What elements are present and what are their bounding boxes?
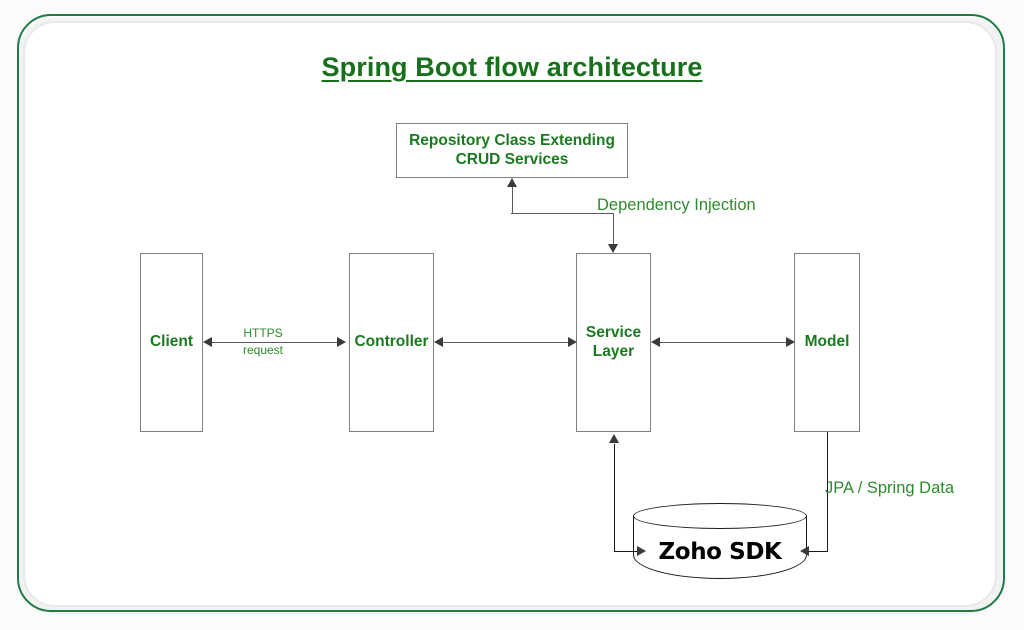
node-service-line1: Service: [585, 323, 642, 341]
edge-service-database-arrowhead-up: [609, 434, 619, 443]
edge-model-database-arrowhead-left: [800, 546, 809, 556]
frame-outer-border: [17, 14, 1005, 612]
edge-dependency-right-vertical: [613, 213, 614, 245]
edge-dependency-left-vertical: [512, 187, 513, 214]
edge-controller-service-arrowhead-right: [568, 337, 577, 347]
edge-client-controller-arrowhead-left: [203, 337, 212, 347]
edge-label-dependency-injection: Dependency Injection: [597, 196, 756, 214]
node-service-line2: Layer: [592, 342, 635, 360]
edge-service-database-vertical: [614, 444, 615, 552]
edge-service-database-horizontal: [614, 551, 641, 552]
node-controller-label: Controller: [354, 333, 429, 351]
edge-controller-service-line: [437, 342, 570, 343]
node-model: Model: [794, 253, 860, 432]
node-model-label: Model: [804, 333, 850, 351]
node-repository-class: Repository Class Extending CRUD Services: [396, 123, 628, 178]
edge-client-controller-arrowhead-right: [337, 337, 346, 347]
edge-controller-service-arrowhead-left: [434, 337, 443, 347]
edge-dependency-horizontal: [511, 213, 614, 214]
edge-service-model-arrowhead-left: [651, 337, 660, 347]
node-database-cylinder: Zoho SDK: [633, 503, 807, 579]
node-database-label: Zoho SDK: [658, 539, 782, 565]
edge-label-https-line2: request: [242, 343, 284, 358]
edge-model-database-horizontal: [803, 551, 828, 552]
edge-model-database-vertical: [827, 432, 828, 552]
edge-label-jpa-spring-data: JPA / Spring Data: [825, 479, 955, 497]
edge-service-model-arrowhead-right: [786, 337, 795, 347]
edge-service-model-line: [654, 342, 787, 343]
edge-label-https-request: HTTPS request: [213, 325, 313, 360]
edge-dependency-arrowhead-down: [608, 244, 618, 253]
node-controller: Controller: [349, 253, 434, 432]
node-repository-line2: CRUD Services: [455, 150, 569, 168]
edge-client-controller-line: [206, 342, 344, 343]
page-title: Spring Boot flow architecture: [321, 52, 703, 82]
node-repository-line1: Repository Class Extending: [409, 131, 615, 149]
node-client-label: Client: [149, 333, 194, 351]
edge-label-https-line1: HTTPS: [243, 326, 283, 340]
node-service-layer: Service Layer: [576, 253, 651, 432]
edge-dependency-arrowhead-up: [507, 178, 517, 187]
cylinder-top-ellipse: [633, 503, 807, 529]
edge-service-database-arrowhead-right: [637, 546, 646, 556]
node-client: Client: [140, 253, 203, 432]
